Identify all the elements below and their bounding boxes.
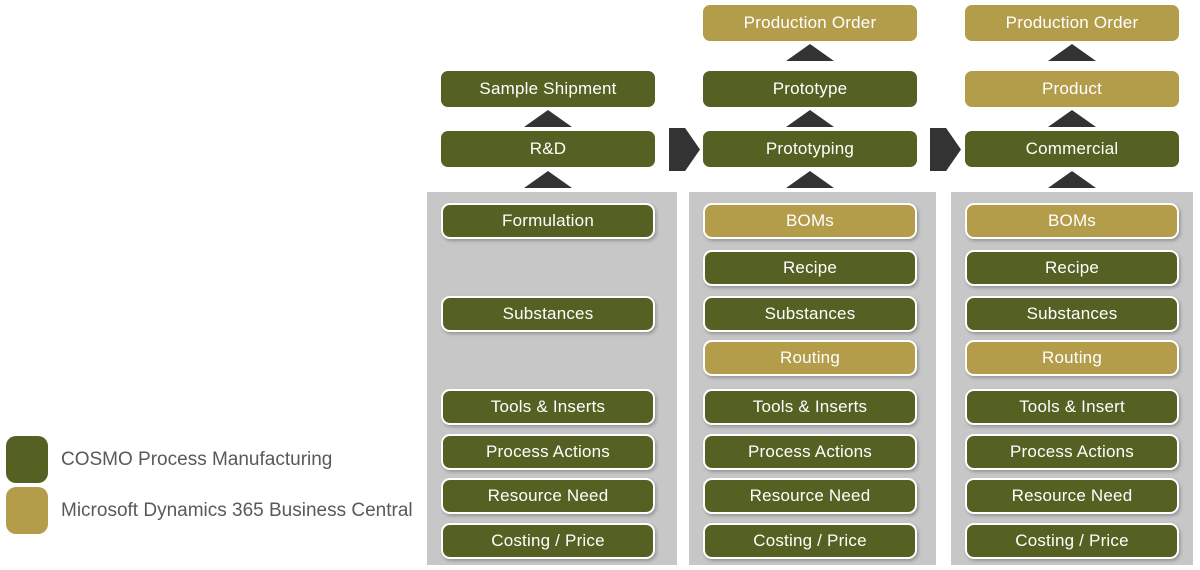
legend-swatch-bc — [6, 487, 48, 534]
legend-label-bc: Microsoft Dynamics 365 Business Central — [61, 499, 413, 521]
up-arrow-icon — [786, 110, 834, 127]
up-arrow-icon — [786, 171, 834, 188]
flow-arrow-right-icon — [669, 128, 700, 171]
stage-box-commercial-row0: Production Order — [965, 5, 1179, 41]
stage-box-rd-row2: R&D — [441, 131, 655, 167]
panel-box-commercial: Costing / Price — [965, 523, 1179, 559]
legend-item-cosmo: COSMO Process Manufacturing — [6, 436, 332, 483]
panel-box-prototyping: Tools & Inserts — [703, 389, 917, 425]
stage-box-prototyping-row1: Prototype — [703, 71, 917, 107]
panel-box-commercial: Routing — [965, 340, 1179, 376]
panel-box-prototyping: Costing / Price — [703, 523, 917, 559]
panel-box-rd: Formulation — [441, 203, 655, 239]
panel-box-commercial: Recipe — [965, 250, 1179, 286]
panel-box-prototyping: Process Actions — [703, 434, 917, 470]
flow-arrow-right-icon — [930, 128, 961, 171]
panel-box-rd: Costing / Price — [441, 523, 655, 559]
up-arrow-icon — [1048, 171, 1096, 188]
up-arrow-icon — [1048, 44, 1096, 61]
panel-box-rd: Substances — [441, 296, 655, 332]
up-arrow-icon — [786, 44, 834, 61]
stage-box-commercial-row2: Commercial — [965, 131, 1179, 167]
panel-box-prototyping: Substances — [703, 296, 917, 332]
legend-swatch-cosmo — [6, 436, 48, 483]
panel-box-prototyping: Routing — [703, 340, 917, 376]
up-arrow-icon — [524, 110, 572, 127]
stage-box-commercial-row1: Product — [965, 71, 1179, 107]
panel-box-commercial: Substances — [965, 296, 1179, 332]
stage-box-prototyping-row2: Prototyping — [703, 131, 917, 167]
panel-box-prototyping: Recipe — [703, 250, 917, 286]
panel-box-rd: Resource Need — [441, 478, 655, 514]
legend-label-cosmo: COSMO Process Manufacturing — [61, 448, 333, 470]
panel-box-commercial: Tools & Insert — [965, 389, 1179, 425]
panel-box-rd: Process Actions — [441, 434, 655, 470]
panel-box-prototyping: Resource Need — [703, 478, 917, 514]
panel-box-prototyping: BOMs — [703, 203, 917, 239]
stage-box-prototyping-row0: Production Order — [703, 5, 917, 41]
up-arrow-icon — [1048, 110, 1096, 127]
panel-box-commercial: BOMs — [965, 203, 1179, 239]
panel-box-commercial: Resource Need — [965, 478, 1179, 514]
panel-box-commercial: Process Actions — [965, 434, 1179, 470]
legend-item-bc: Microsoft Dynamics 365 Business Central — [6, 487, 413, 534]
panel-box-rd: Tools & Inserts — [441, 389, 655, 425]
stage-box-rd-row1: Sample Shipment — [441, 71, 655, 107]
up-arrow-icon — [524, 171, 572, 188]
